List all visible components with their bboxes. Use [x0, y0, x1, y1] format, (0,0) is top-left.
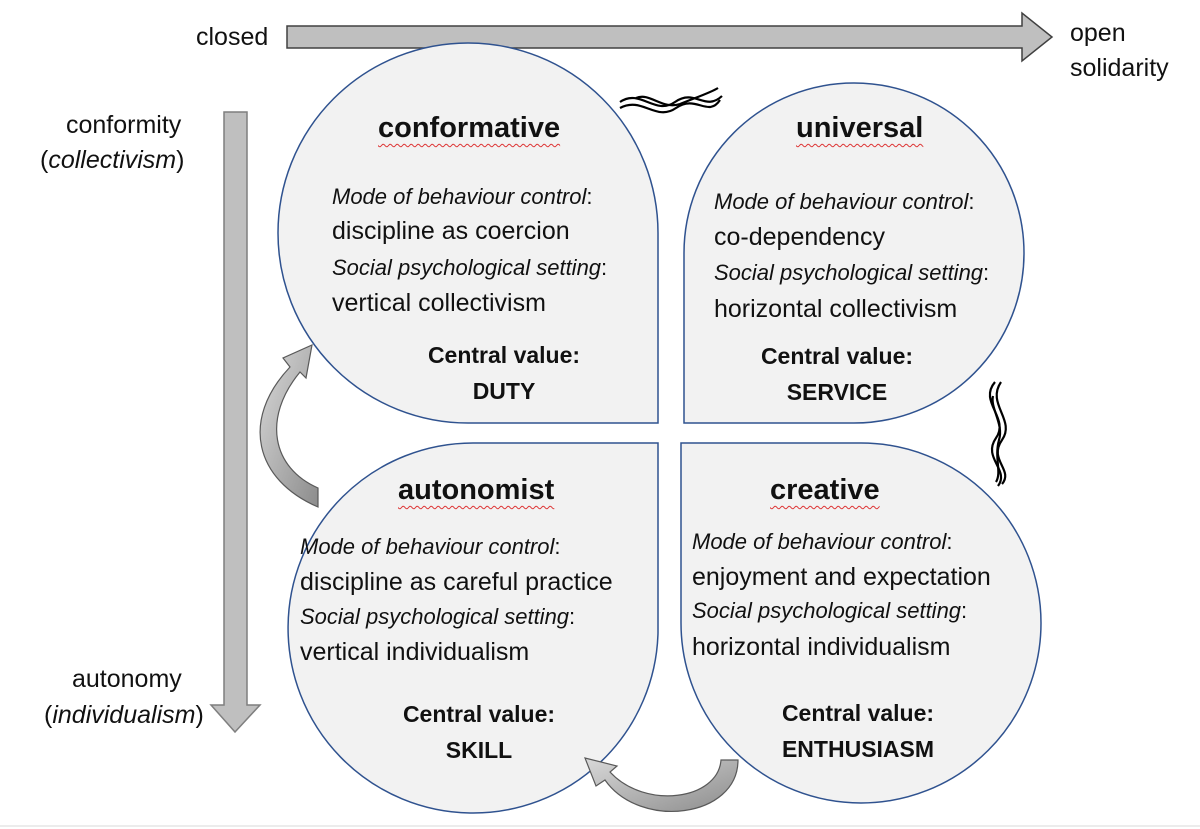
individualism-text: individualism — [52, 701, 196, 729]
universal-central-label: Central value: — [760, 343, 914, 369]
universal-setting-value: horizontal collectivism — [714, 295, 958, 323]
autonomist-petal — [287, 442, 659, 814]
open-label: open — [1070, 19, 1126, 47]
conformative-central-label: Central value: — [427, 342, 581, 368]
conformative-mode-label: Mode of behaviour control: — [332, 184, 593, 209]
conformative-setting-value: vertical collectivism — [332, 289, 546, 317]
autonomist-central-value: SKILL — [445, 737, 513, 763]
collectivism-label: (collectivism) — [40, 146, 185, 174]
closed-open-arrow — [286, 11, 1054, 63]
creative-central-label: Central value: — [781, 700, 935, 726]
universal-mode-label: Mode of behaviour control: — [714, 189, 975, 214]
conformative-petal — [277, 42, 659, 424]
creative-setting-value: horizontal individualism — [692, 633, 951, 661]
autonomist-mode-value: discipline as careful practice — [300, 568, 613, 596]
universal-title: universal — [796, 112, 924, 144]
creative-setting-label: Social psychological setting: — [692, 598, 968, 623]
universal-mode-value: co-dependency — [714, 223, 885, 251]
conformative-title: conformative — [378, 112, 561, 144]
creative-mode-value: enjoyment and expectation — [692, 563, 991, 591]
autonomist-setting-label: Social psychological setting: — [300, 604, 576, 629]
curved-arrow-bottom — [584, 757, 739, 812]
creative-central-value: ENTHUSIASM — [781, 736, 935, 762]
wave-ornament-right — [988, 381, 1007, 487]
conformative-central-value: DUTY — [472, 378, 536, 404]
creative-mode-label: Mode of behaviour control: — [692, 529, 953, 554]
autonomist-title: autonomist — [398, 474, 555, 506]
conformative-mode-value: discipline as coercion — [332, 217, 570, 245]
individualism-label: (individualism) — [44, 701, 204, 729]
conformative-setting-label: Social psychological setting: — [332, 255, 608, 280]
creative-title: creative — [770, 474, 880, 506]
conformity-label: conformity — [66, 111, 182, 139]
wave-ornament-top — [619, 87, 723, 114]
solidarity-label: solidarity — [1070, 54, 1169, 82]
creative-petal — [680, 442, 1042, 804]
universal-petal — [683, 82, 1025, 424]
universal-central-value: SERVICE — [786, 379, 888, 405]
curved-arrow-left — [259, 343, 319, 508]
closed-label: closed — [196, 23, 269, 51]
conformity-autonomy-arrow — [209, 111, 262, 734]
autonomist-setting-value: vertical individualism — [300, 638, 530, 666]
collectivism-text: collectivism — [48, 146, 177, 174]
autonomist-central-label: Central value: — [402, 701, 556, 727]
autonomist-mode-label: Mode of behaviour control: — [300, 534, 561, 559]
universal-setting-label: Social psychological setting: — [714, 260, 990, 285]
autonomy-label: autonomy — [72, 665, 182, 693]
